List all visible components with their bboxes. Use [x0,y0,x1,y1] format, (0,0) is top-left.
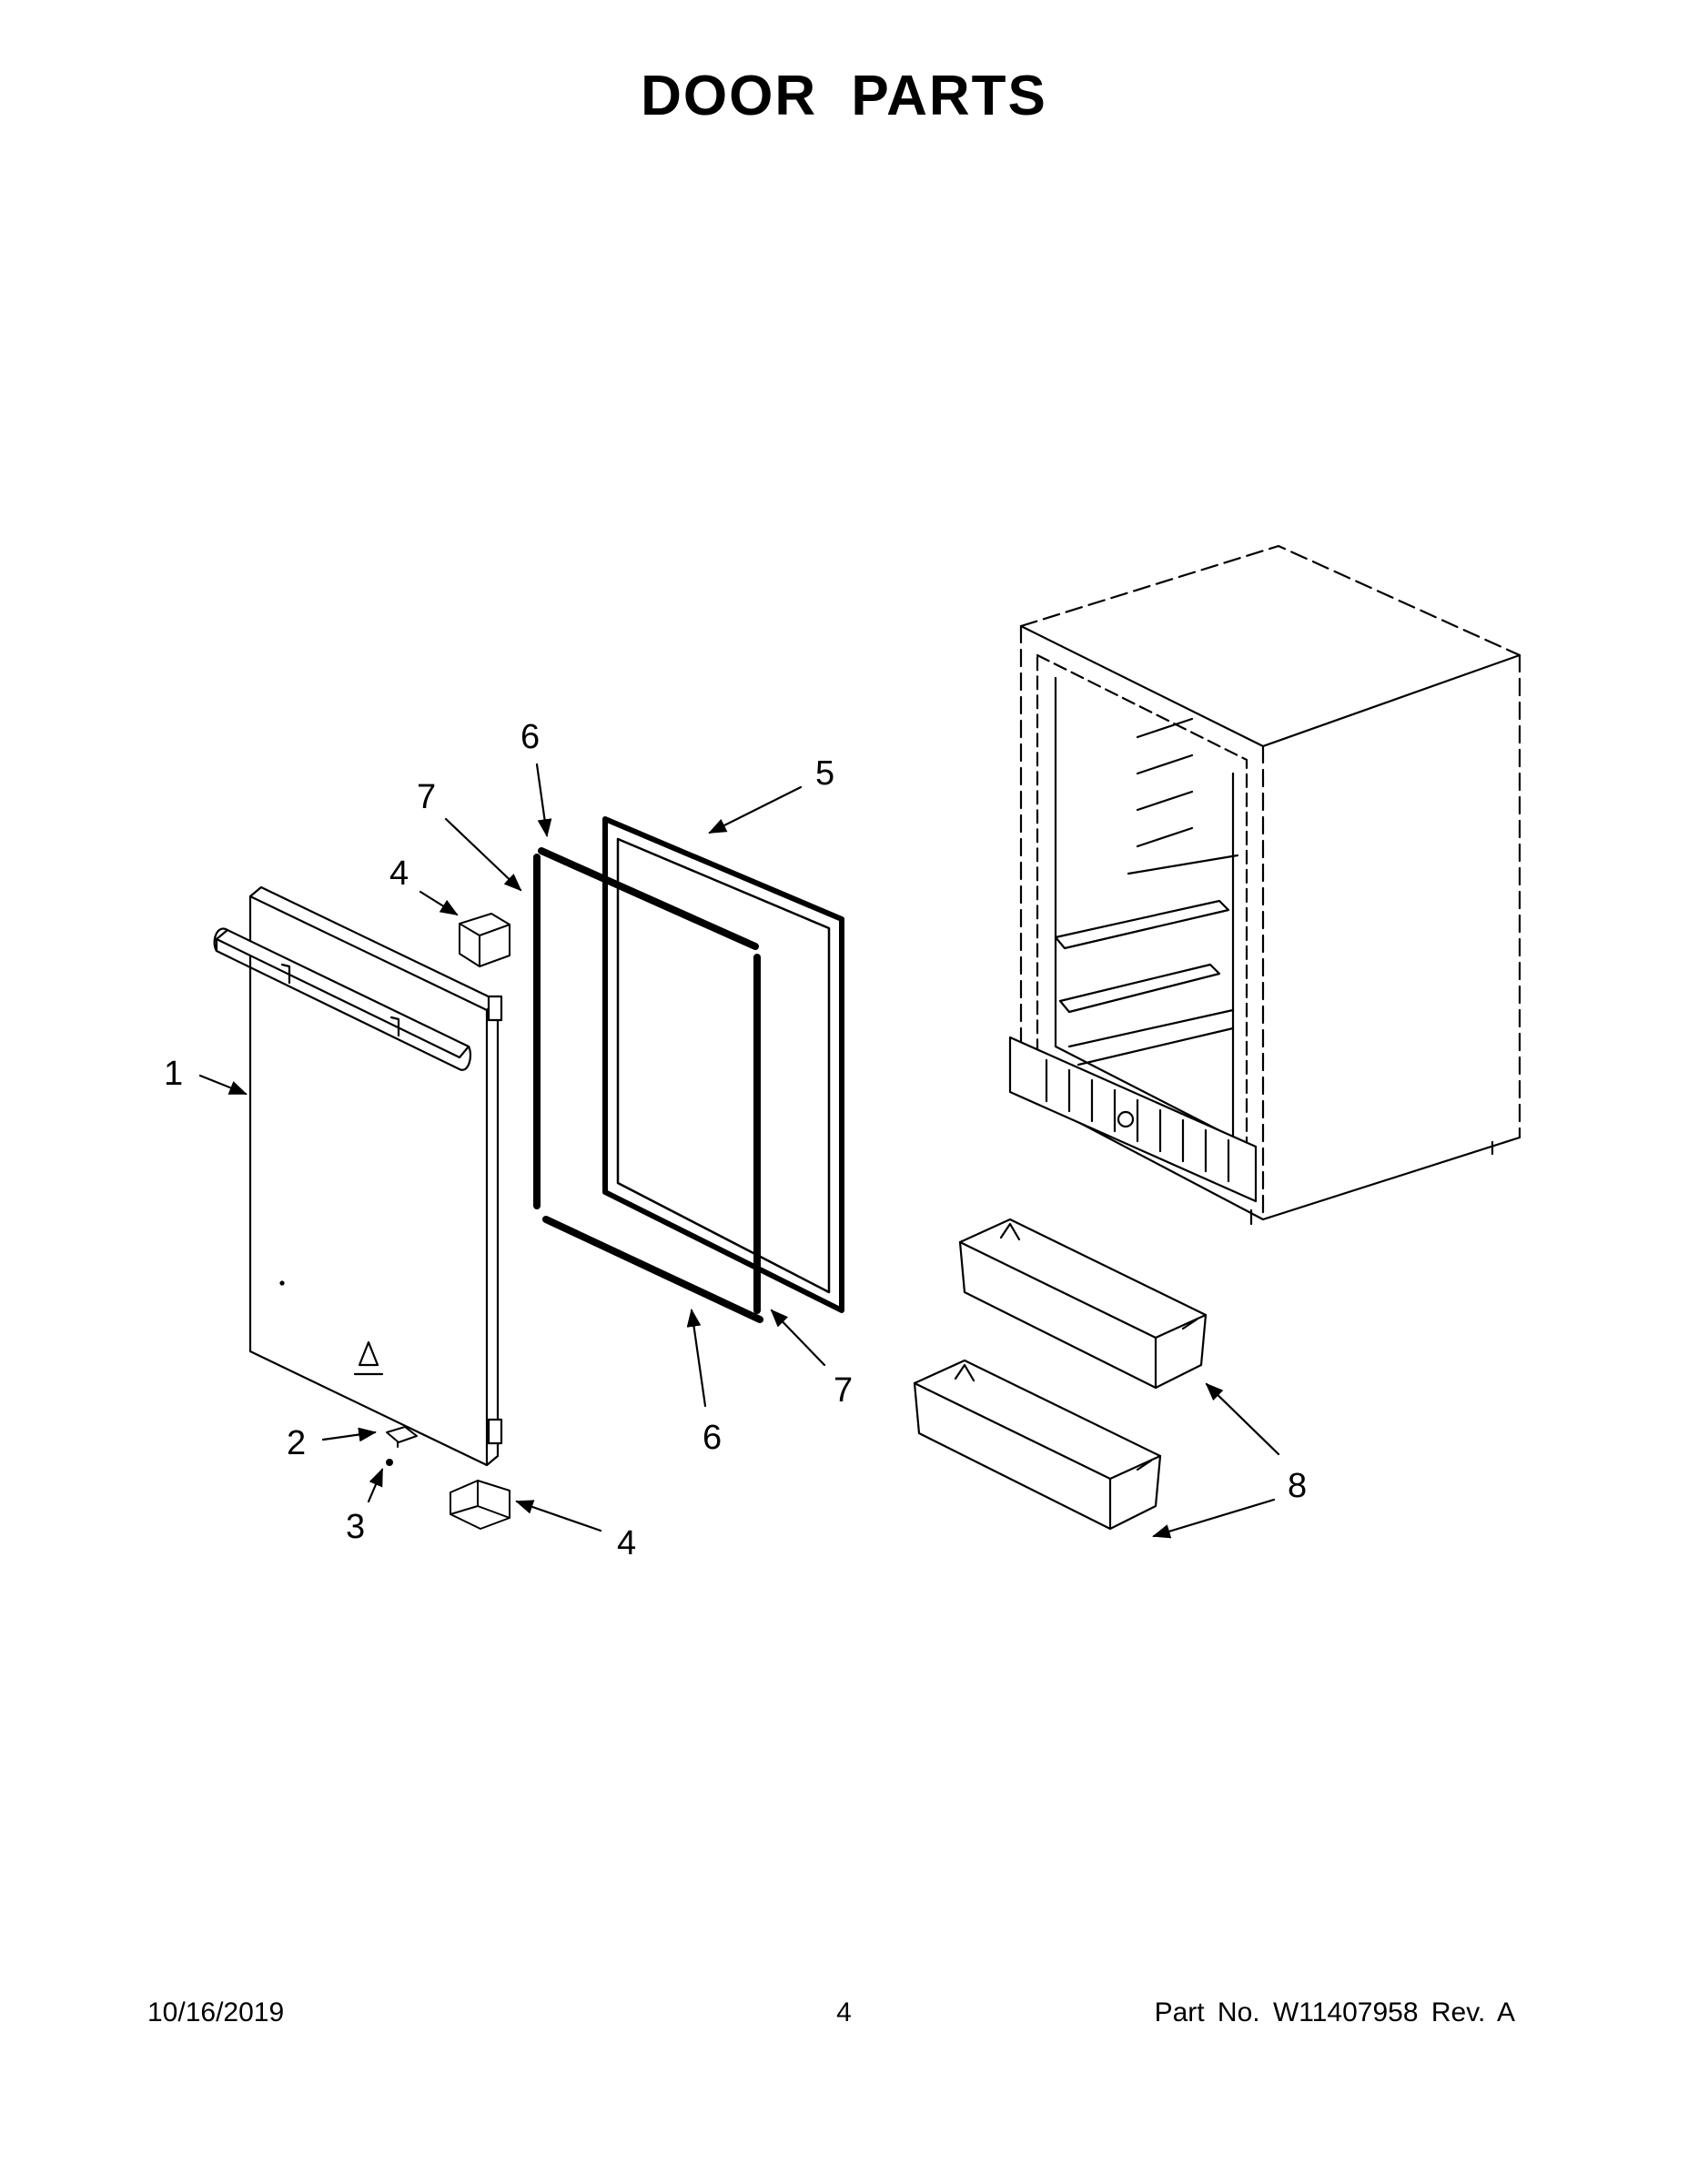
callout-3: 3 [346,1508,365,1546]
door-bin-upper [958,1218,1208,1390]
callout-1: 1 [164,1055,183,1093]
arrow-2 [321,1427,377,1442]
arrow-8-lower [1152,1498,1276,1539]
hinge-cover-top [459,913,510,967]
door-bin-lower [913,1359,1162,1531]
hinge-cover-bottom [450,1480,510,1530]
arrow-1 [198,1074,248,1096]
arrow-3 [367,1468,384,1503]
arrow-6-bottom [686,1309,707,1408]
door-gasket [602,816,844,1313]
arrow-7-bottom [770,1309,826,1367]
footer-date: 10/16/2019 [147,1997,285,2027]
footer-part-number: Part No. W11407958 Rev. A [1154,1997,1515,2027]
arrow-4-top [419,890,459,916]
cabinet-body [1008,544,1521,1226]
callout-arrows [198,763,1280,1539]
hinge-pin-part [386,1426,418,1448]
callout-8: 8 [1288,1467,1307,1505]
callout-2: 2 [287,1424,306,1462]
callout-6-bottom: 6 [702,1419,722,1457]
arrow-6-top [535,763,552,837]
gasket-strips [533,847,763,1323]
arrow-7-top [444,817,522,892]
page-title: DOOR PARTS [641,65,1047,127]
callout-7-top: 7 [417,778,436,816]
footer-page-number: 4 [836,1997,852,2027]
screw-part [386,1459,393,1466]
callout-7-bottom: 7 [834,1371,853,1410]
door-panel [213,885,503,1467]
callout-4-top: 4 [389,854,409,893]
arrow-8-upper [1205,1382,1280,1456]
callout-5: 5 [815,754,834,793]
arrow-5 [708,785,803,834]
callout-labels: 1 2 3 4 4 5 6 6 7 7 8 [164,718,1307,1562]
arrow-4-bottom [515,1500,602,1532]
callout-4-bottom: 4 [617,1524,636,1562]
callout-6-top: 6 [521,718,540,756]
